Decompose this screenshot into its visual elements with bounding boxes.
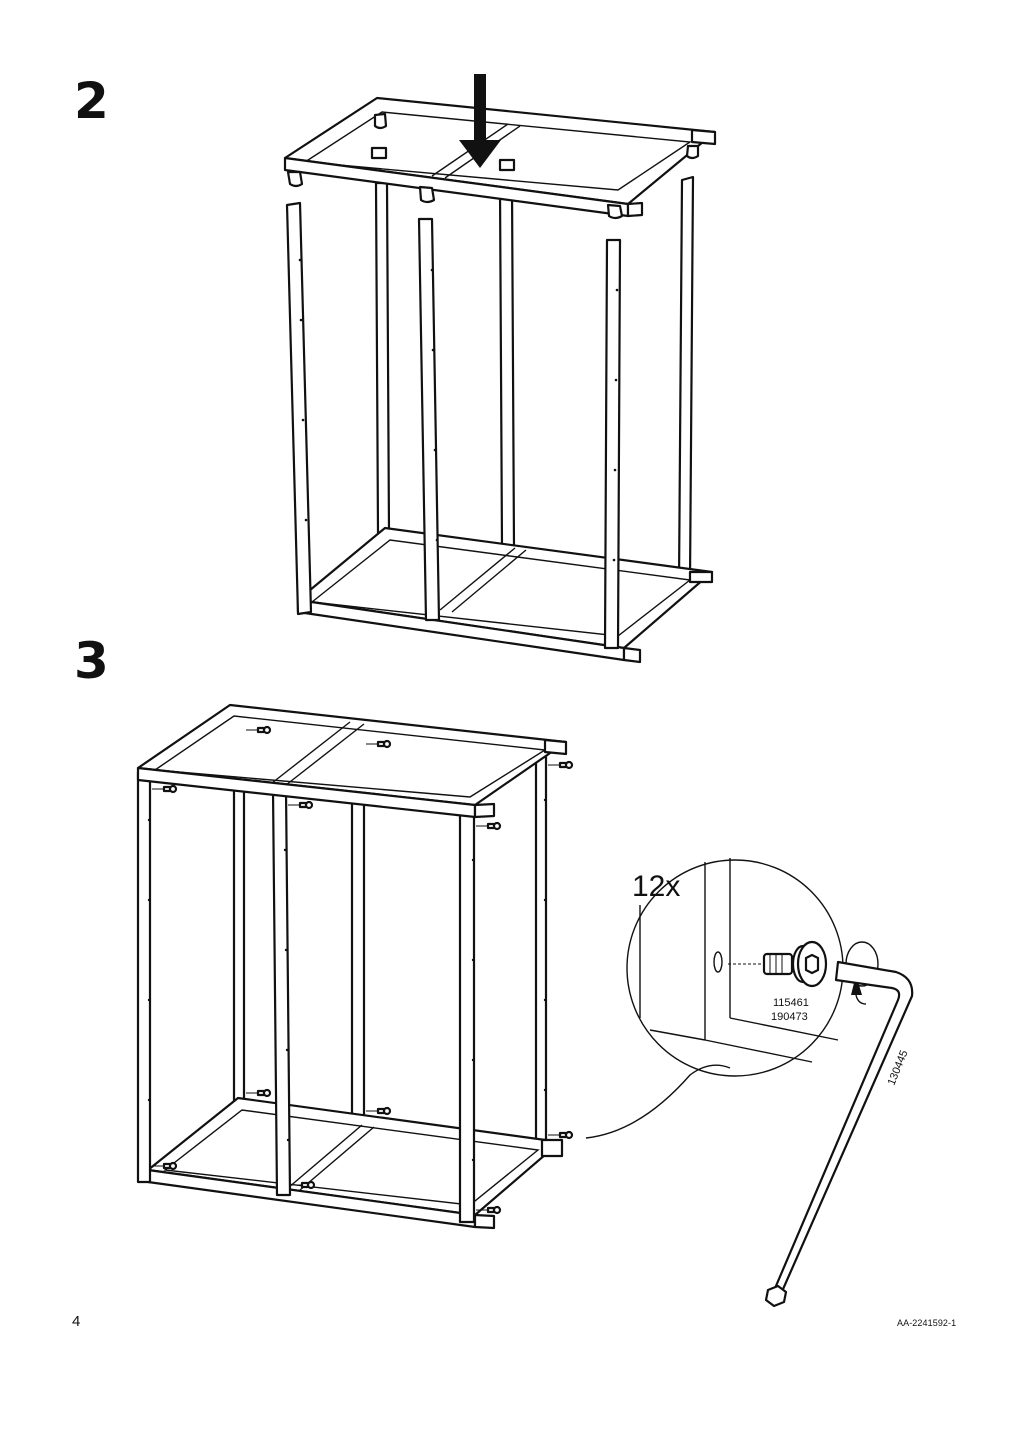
step-2-number: 2 — [74, 72, 109, 130]
document-code: AA-2241592-1 — [897, 1318, 957, 1328]
frame-post-front-middle — [417, 217, 441, 622]
screw-marker — [366, 1106, 392, 1116]
down-arrow-icon — [459, 74, 501, 168]
step-3-number: 3 — [74, 632, 109, 690]
screw-part-number: 190473 — [771, 1011, 808, 1023]
screw-marker — [152, 784, 178, 794]
hex-screw-icon — [762, 940, 828, 988]
screw-marker — [548, 760, 574, 770]
top-frame — [283, 96, 717, 220]
screw-marker — [548, 1130, 574, 1140]
screw-marker — [476, 821, 502, 831]
top-frame — [136, 703, 568, 819]
quantity-label: 12x — [632, 870, 680, 903]
allen-key-icon — [764, 960, 914, 1308]
frame-post-front-left — [285, 201, 313, 616]
detail-callout — [585, 858, 844, 1139]
page-number: 4 — [72, 1313, 81, 1330]
frame-post-front-right — [603, 238, 622, 650]
screw-marker — [246, 725, 272, 735]
screw-marker — [288, 800, 314, 810]
frame-post-front-left — [136, 770, 152, 1184]
screw-marker — [152, 1161, 178, 1171]
screw-marker — [246, 1088, 272, 1098]
screw-marker — [476, 1205, 502, 1215]
screw-marker — [366, 739, 392, 749]
frame-post-back-right — [534, 750, 548, 1142]
frame-post-front-right — [458, 808, 476, 1224]
screw-marker — [290, 1180, 316, 1190]
bottom-frame — [146, 1096, 564, 1230]
frame-post-front-middle — [271, 788, 292, 1197]
screw-part-number: 115461 — [773, 997, 809, 1009]
allen-key-part-number: 130445 — [886, 1049, 911, 1088]
